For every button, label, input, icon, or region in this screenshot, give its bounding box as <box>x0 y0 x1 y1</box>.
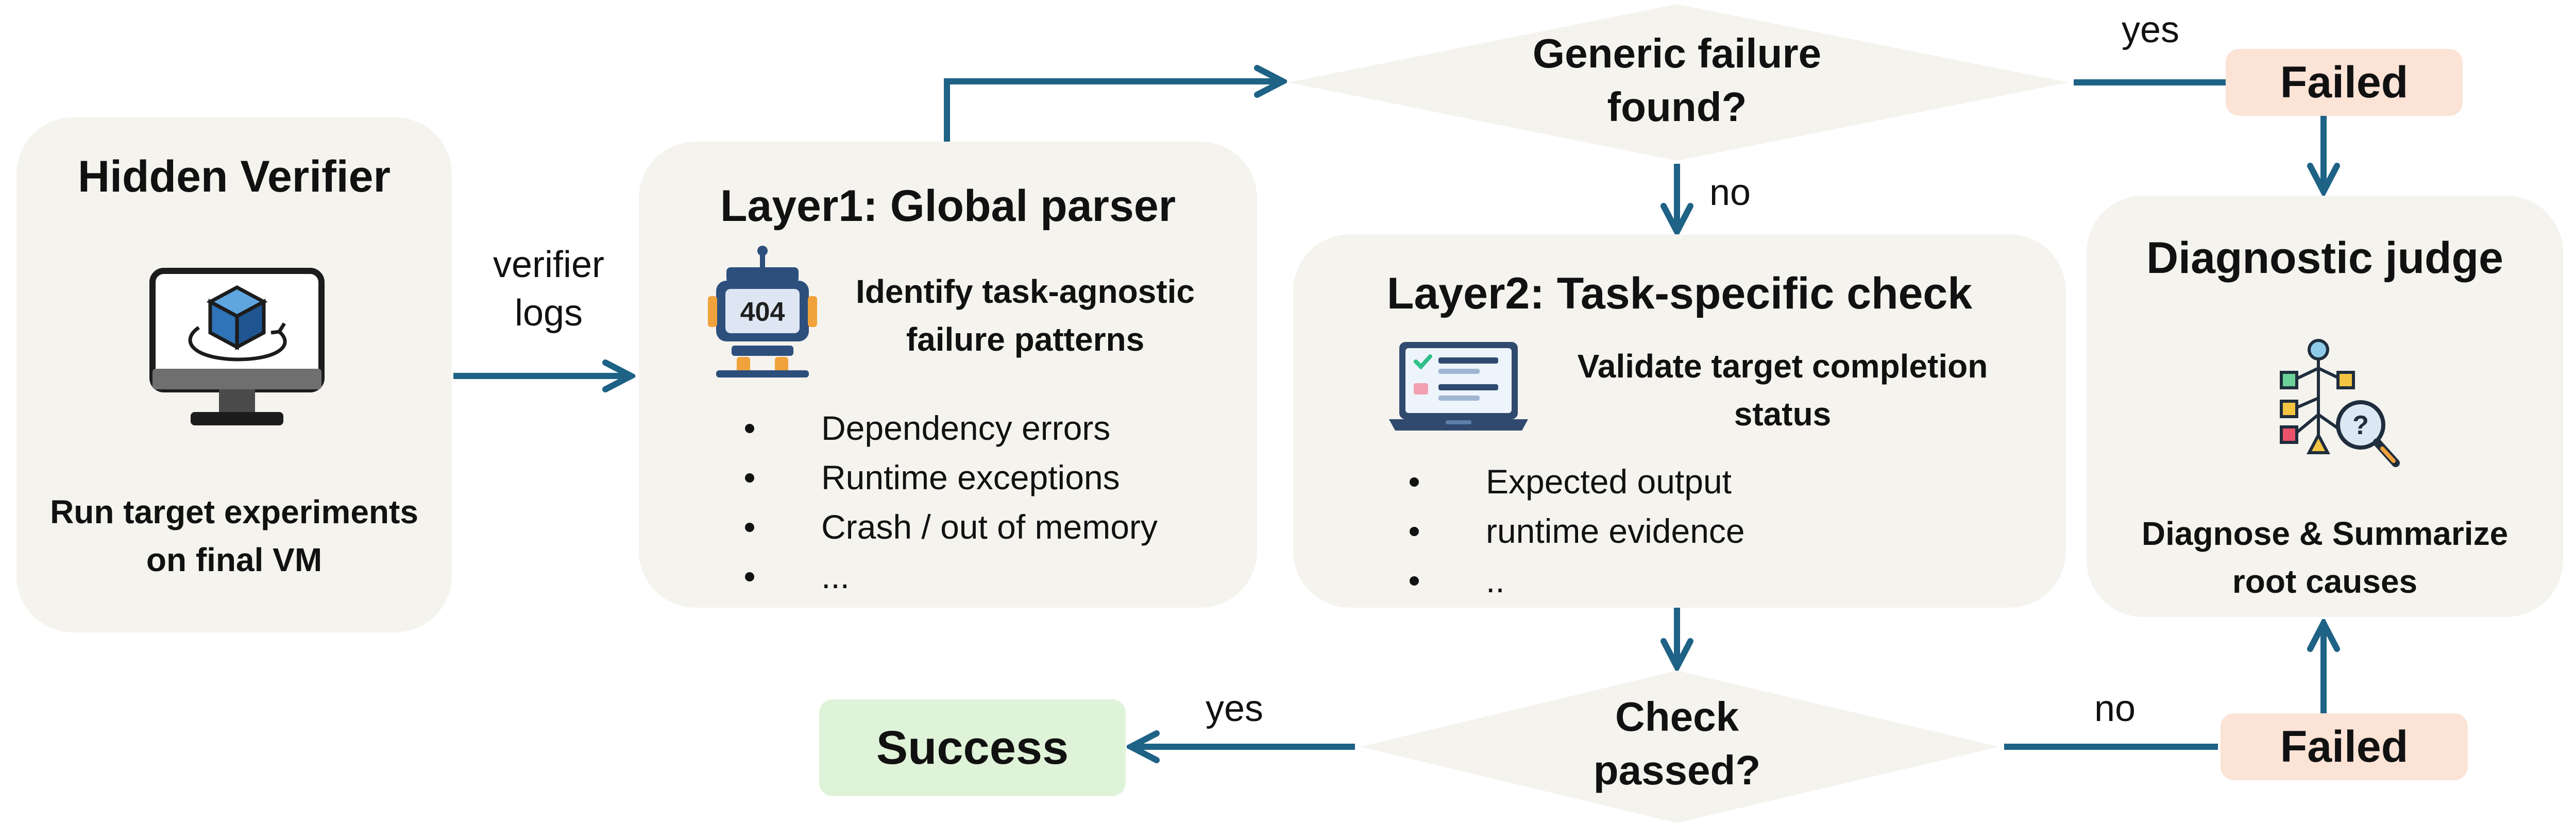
decision-tree-magnifier-icon: ? <box>2280 339 2400 467</box>
verifier-logs-label: verifier logs <box>464 241 634 337</box>
generic-failure-line2: found? <box>1607 84 1747 130</box>
hidden-verifier-box: Hidden Verifier Run target experiments o… <box>16 117 452 632</box>
verifier-logs-line2: logs <box>514 292 583 334</box>
layer1-desc-line2: failure patterns <box>906 320 1145 358</box>
diagnostic-judge-title: Diagnostic judge <box>2146 233 2503 283</box>
list-item: Crash / out of memory <box>745 502 1158 552</box>
failed-top-terminal: Failed <box>2226 49 2463 116</box>
generic-failure-line1: Generic failure <box>1532 30 1822 76</box>
diagnostic-judge-desc-line2: root causes <box>2232 562 2418 600</box>
check-passed-line1: Check <box>1615 694 1739 740</box>
layer2-bullet-list: Expected output runtime evidence .. <box>1410 457 1745 605</box>
verifier-logs-line1: verifier <box>493 244 605 285</box>
check-passed-line2: passed? <box>1593 747 1761 793</box>
layer1-desc-line1: Identify task-agnostic <box>856 273 1195 310</box>
arrow-layer1-to-generic <box>944 81 1283 142</box>
list-item: ... <box>745 552 1158 601</box>
generic-failure-diamond <box>1288 4 2069 161</box>
layer2-desc-line2: status <box>1734 395 1832 433</box>
robot-404-icon: 404 <box>708 246 817 377</box>
check-yes-label: yes <box>1206 688 1264 729</box>
robot-404-badge: 404 <box>740 297 785 327</box>
layer1-bullet-list: Dependency errors Runtime exceptions Cra… <box>745 403 1158 601</box>
generic-failure-question: Generic failure found? <box>1419 27 1935 134</box>
laptop-checklist-icon <box>1389 342 1528 431</box>
list-item: Runtime exceptions <box>745 453 1158 502</box>
layer2-desc: Validate target completion status <box>1551 342 2014 438</box>
check-passed-diamond <box>1360 671 1999 823</box>
layer1-box: Layer1: Global parser 404 Identify task-… <box>639 142 1257 608</box>
layer1-title: Layer1: Global parser <box>720 181 1176 231</box>
check-passed-question: Check passed? <box>1419 690 1935 797</box>
check-no-label: no <box>2094 688 2136 729</box>
hidden-verifier-desc: Run target experiments on final VM <box>16 488 452 584</box>
list-item: .. <box>1410 556 1745 605</box>
generic-yes-label: yes <box>2122 9 2180 50</box>
layer2-desc-line1: Validate target completion <box>1577 348 1988 385</box>
layer1-desc: Identify task-agnostic failure patterns <box>840 268 1211 364</box>
svg-text:?: ? <box>2352 410 2369 440</box>
layer2-box: Layer2: Task-specific check Validate tar… <box>1293 234 2066 608</box>
failed-bottom-terminal: Failed <box>2221 713 2468 780</box>
hidden-verifier-desc-line1: Run target experiments <box>50 493 418 530</box>
diagnostic-judge-box: Diagnostic judge ? Diagnose & Summarize <box>2087 196 2563 617</box>
monitor-cube-icon <box>149 268 325 425</box>
hidden-verifier-desc-line2: on final VM <box>146 541 323 578</box>
list-item: Dependency errors <box>745 403 1158 453</box>
diagnostic-judge-desc-line1: Diagnose & Summarize <box>2141 515 2509 552</box>
layer2-title: Layer2: Task-specific check <box>1386 269 1973 318</box>
success-terminal: Success <box>819 699 1126 796</box>
list-item: Expected output <box>1410 457 1745 506</box>
diagnostic-judge-desc: Diagnose & Summarize root causes <box>2087 510 2563 606</box>
generic-no-label: no <box>1709 172 1751 213</box>
list-item: runtime evidence <box>1410 506 1745 556</box>
hidden-verifier-title: Hidden Verifier <box>78 152 391 201</box>
